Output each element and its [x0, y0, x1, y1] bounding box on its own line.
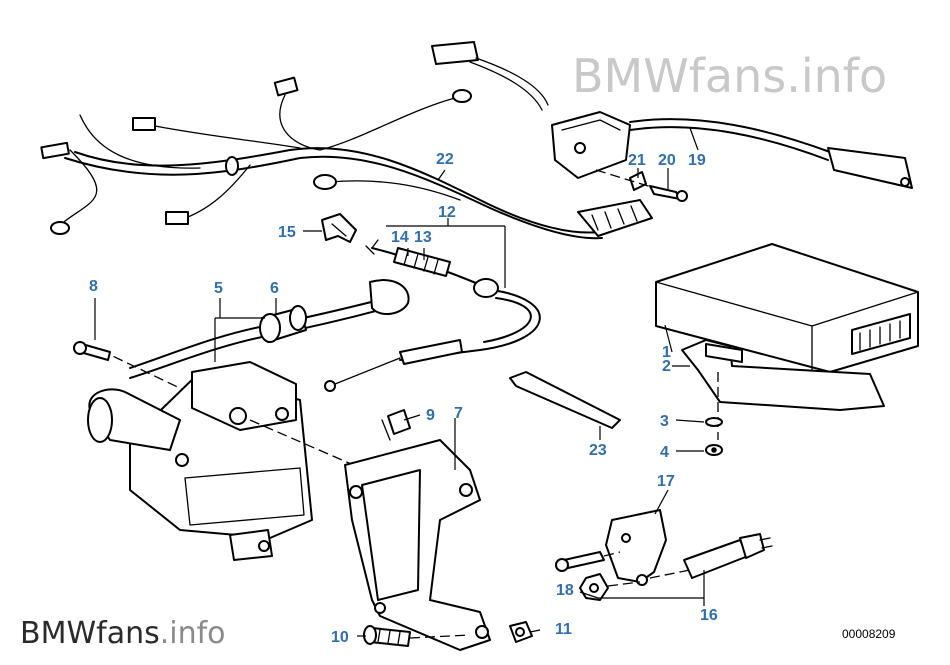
- callout-7: 7: [454, 405, 463, 422]
- reference-number: 00008209: [842, 627, 896, 641]
- switch-16: [649, 533, 773, 579]
- callout-12: 12: [438, 204, 456, 221]
- actuator-motor: [87, 361, 366, 561]
- washer-3: [705, 417, 723, 427]
- callout-10: 10: [331, 629, 349, 646]
- callout-17: 17: [657, 473, 675, 490]
- callout-23: 23: [589, 442, 607, 459]
- bracket-17: [605, 509, 667, 586]
- screw-20: [595, 169, 688, 202]
- callout-5: 5: [214, 280, 223, 297]
- nut-16: [579, 573, 641, 601]
- callout-8: 8: [89, 278, 98, 295]
- leader-lines: [94, 127, 705, 637]
- switch-assembly-19: [431, 41, 913, 189]
- control-unit-1: [655, 243, 919, 373]
- clip-15: [321, 213, 357, 243]
- callout-11: 11: [555, 621, 572, 638]
- nut-clip-9: [381, 409, 411, 441]
- callout-15: 15: [278, 224, 296, 241]
- watermark-top: BMWfans.info: [572, 49, 887, 103]
- nut-11: [509, 621, 533, 643]
- wiring-harness-22: [40, 76, 653, 240]
- cable-assembly-5: [129, 279, 410, 379]
- cable-strap-23: [509, 371, 621, 429]
- callout-14: 14: [391, 229, 409, 246]
- callout-13: 13: [414, 229, 432, 246]
- watermark-bottom-suffix: .info: [160, 616, 226, 651]
- callout-18: 18: [556, 582, 574, 599]
- bracket-2: [681, 339, 885, 440]
- bolt-10: [363, 625, 471, 647]
- callout-3: 3: [660, 413, 669, 430]
- bracket-7: [344, 439, 491, 651]
- callout-6: 6: [270, 280, 279, 297]
- callout-2: 2: [662, 358, 671, 375]
- callout-21: 21: [628, 152, 646, 169]
- screw-18: [555, 551, 621, 572]
- callout-9: 9: [426, 407, 435, 424]
- screw-4: [705, 444, 723, 456]
- callout-16: 16: [700, 607, 718, 624]
- watermark-bottom: BMWfans.info: [20, 616, 226, 651]
- callout-20: 20: [658, 152, 676, 169]
- callout-4: 4: [660, 444, 669, 461]
- watermark-bottom-main: BMWfans: [20, 616, 160, 651]
- callout-19: 19: [688, 152, 706, 169]
- callout-1: 1: [662, 344, 671, 361]
- callout-22: 22: [436, 151, 454, 168]
